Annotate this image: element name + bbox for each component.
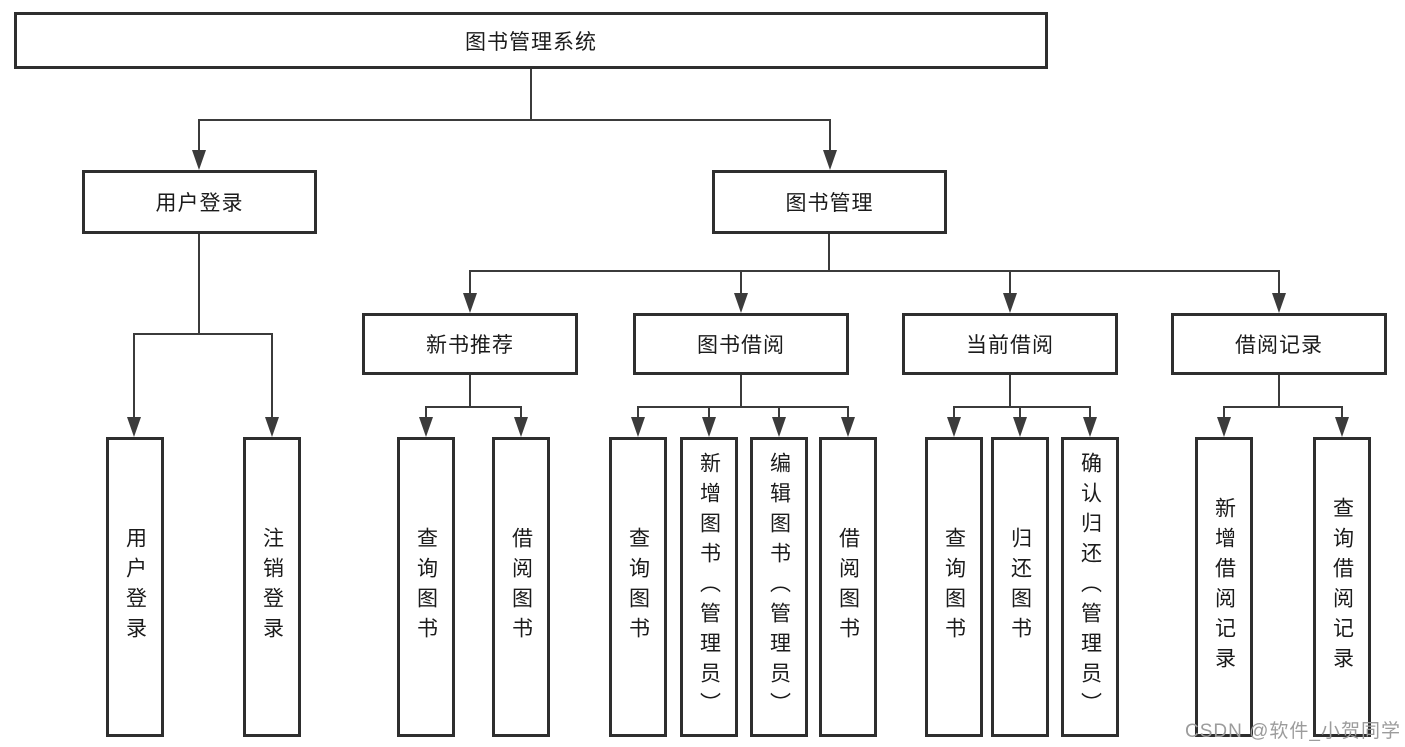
edge (198, 234, 200, 334)
edge (638, 406, 848, 408)
leaf-current-query-book: 查询图书 (925, 437, 983, 737)
arrowhead (1003, 293, 1017, 313)
edge (469, 270, 471, 295)
node-new-book-recommend: 新书推荐 (362, 313, 578, 375)
node-current-borrow: 当前借阅 (902, 313, 1118, 375)
csdn-watermark: CSDN @软件_小贺同学 (1185, 721, 1401, 742)
node-root: 图书管理系统 (14, 12, 1048, 69)
leaf-recommend-query-book: 查询图书 (397, 437, 455, 737)
edge (426, 406, 521, 408)
edge (1009, 375, 1011, 407)
edge (470, 270, 1280, 272)
leaf-current-confirm-return-admin: 确认归还（管理员） (1061, 437, 1119, 737)
edge (1019, 406, 1021, 419)
leaf-borrow-query-book: 查询图书 (609, 437, 667, 737)
leaf-logout: 注销登录 (243, 437, 301, 737)
leaf-borrow-add-book-admin: 新增图书（管理员） (680, 437, 738, 737)
arrowhead (734, 293, 748, 313)
arrowhead (463, 293, 477, 313)
edge (637, 406, 639, 419)
edge (1223, 406, 1225, 419)
arrowhead (841, 417, 855, 437)
node-book-borrow: 图书借阅 (633, 313, 849, 375)
arrowhead (1013, 417, 1027, 437)
edge (953, 406, 955, 419)
edge (778, 406, 780, 419)
edge (198, 119, 200, 152)
leaf-user-login: 用户登录 (106, 437, 164, 737)
arrowhead (127, 417, 141, 437)
edge (954, 406, 1090, 408)
arrowhead (514, 417, 528, 437)
edge (199, 119, 830, 121)
leaf-recommend-borrow-book: 借阅图书 (492, 437, 550, 737)
arrowhead (419, 417, 433, 437)
leaf-record-query: 查询借阅记录 (1313, 437, 1371, 737)
edge (740, 375, 742, 407)
edge (829, 119, 831, 152)
edge (520, 406, 522, 419)
edge (828, 234, 830, 271)
node-book-management: 图书管理 (712, 170, 947, 234)
arrowhead (1272, 293, 1286, 313)
arrowhead (265, 417, 279, 437)
leaf-borrow-edit-book-admin: 编辑图书（管理员） (750, 437, 808, 737)
arrowhead (631, 417, 645, 437)
edge (740, 270, 742, 295)
edge (271, 333, 273, 418)
edge (708, 406, 710, 419)
leaf-current-return-book: 归还图书 (991, 437, 1049, 737)
arrowhead (1335, 417, 1349, 437)
edge (847, 406, 849, 419)
edge (1224, 406, 1342, 408)
edge (1278, 375, 1280, 407)
node-user-login: 用户登录 (82, 170, 317, 234)
edge (1278, 270, 1280, 295)
edge (1089, 406, 1091, 419)
arrowhead (947, 417, 961, 437)
leaf-borrow-borrow-book: 借阅图书 (819, 437, 877, 737)
node-borrow-record: 借阅记录 (1171, 313, 1387, 375)
edge (425, 406, 427, 419)
arrowhead (823, 150, 837, 170)
arrowhead (192, 150, 206, 170)
arrowhead (772, 417, 786, 437)
arrowhead (1217, 417, 1231, 437)
arrowhead (702, 417, 716, 437)
edge (530, 69, 532, 120)
arrowhead (1083, 417, 1097, 437)
leaf-record-add: 新增借阅记录 (1195, 437, 1253, 737)
edge (134, 333, 272, 335)
edge (1009, 270, 1011, 295)
edge (133, 333, 135, 418)
edge (1341, 406, 1343, 419)
edge (469, 375, 471, 407)
